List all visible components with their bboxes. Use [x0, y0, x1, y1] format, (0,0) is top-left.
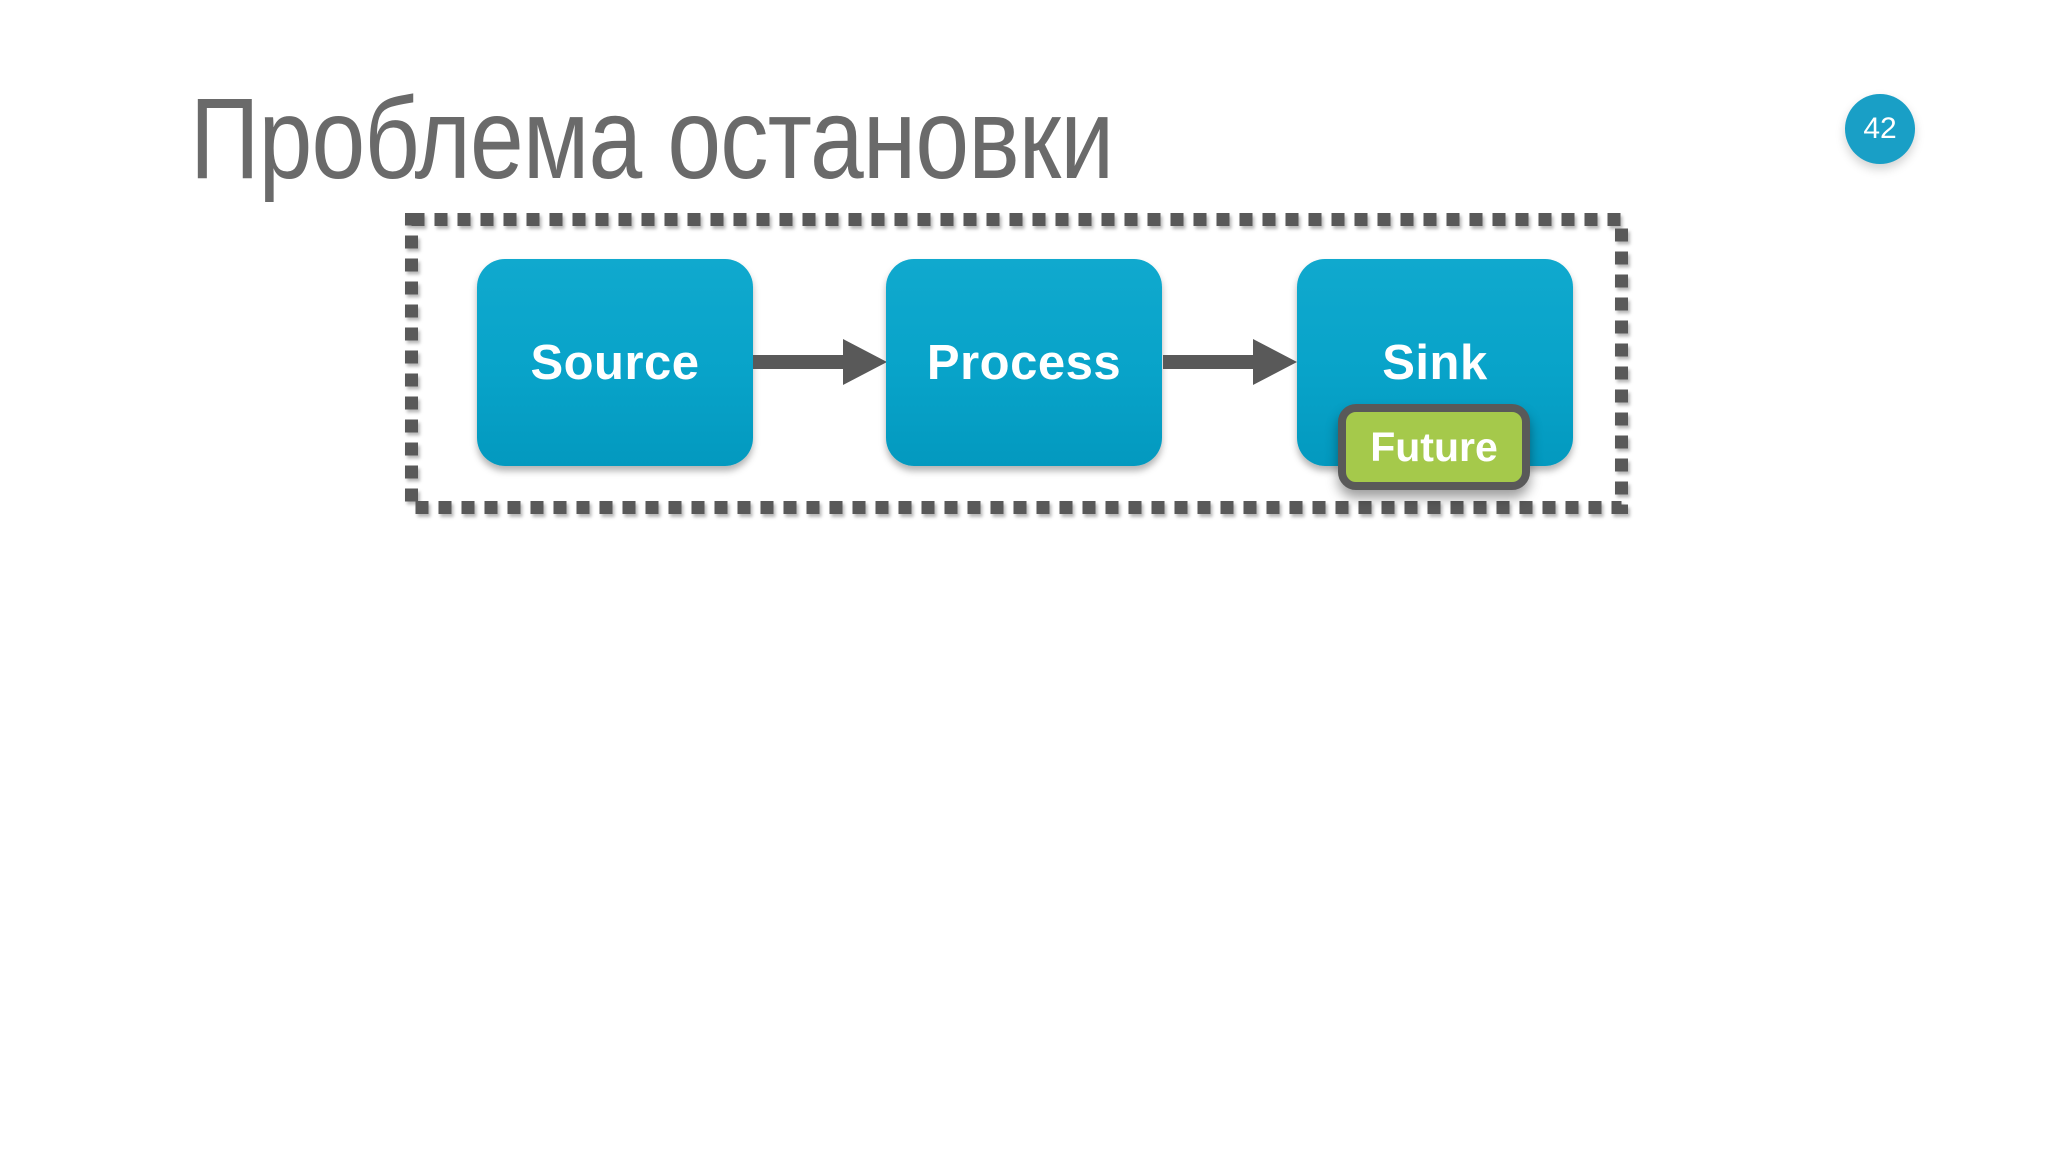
node-source-label: Source	[530, 335, 700, 390]
arrow-right-icon	[753, 339, 887, 385]
slide-title: Проблема остановки	[190, 75, 1114, 203]
page-number-badge: 42	[1845, 94, 1915, 164]
node-source: Source	[477, 259, 753, 466]
node-process: Process	[886, 259, 1162, 466]
arrow-right-icon	[1163, 339, 1297, 385]
page-number: 42	[1863, 112, 1897, 145]
node-process-label: Process	[926, 335, 1122, 390]
node-sink-label: Sink	[1382, 335, 1488, 390]
node-future-overlay: Future	[1338, 404, 1530, 490]
dashed-frame	[405, 213, 1628, 514]
node-future-label: Future	[1370, 423, 1498, 470]
dashed-frame-border	[405, 213, 1628, 514]
